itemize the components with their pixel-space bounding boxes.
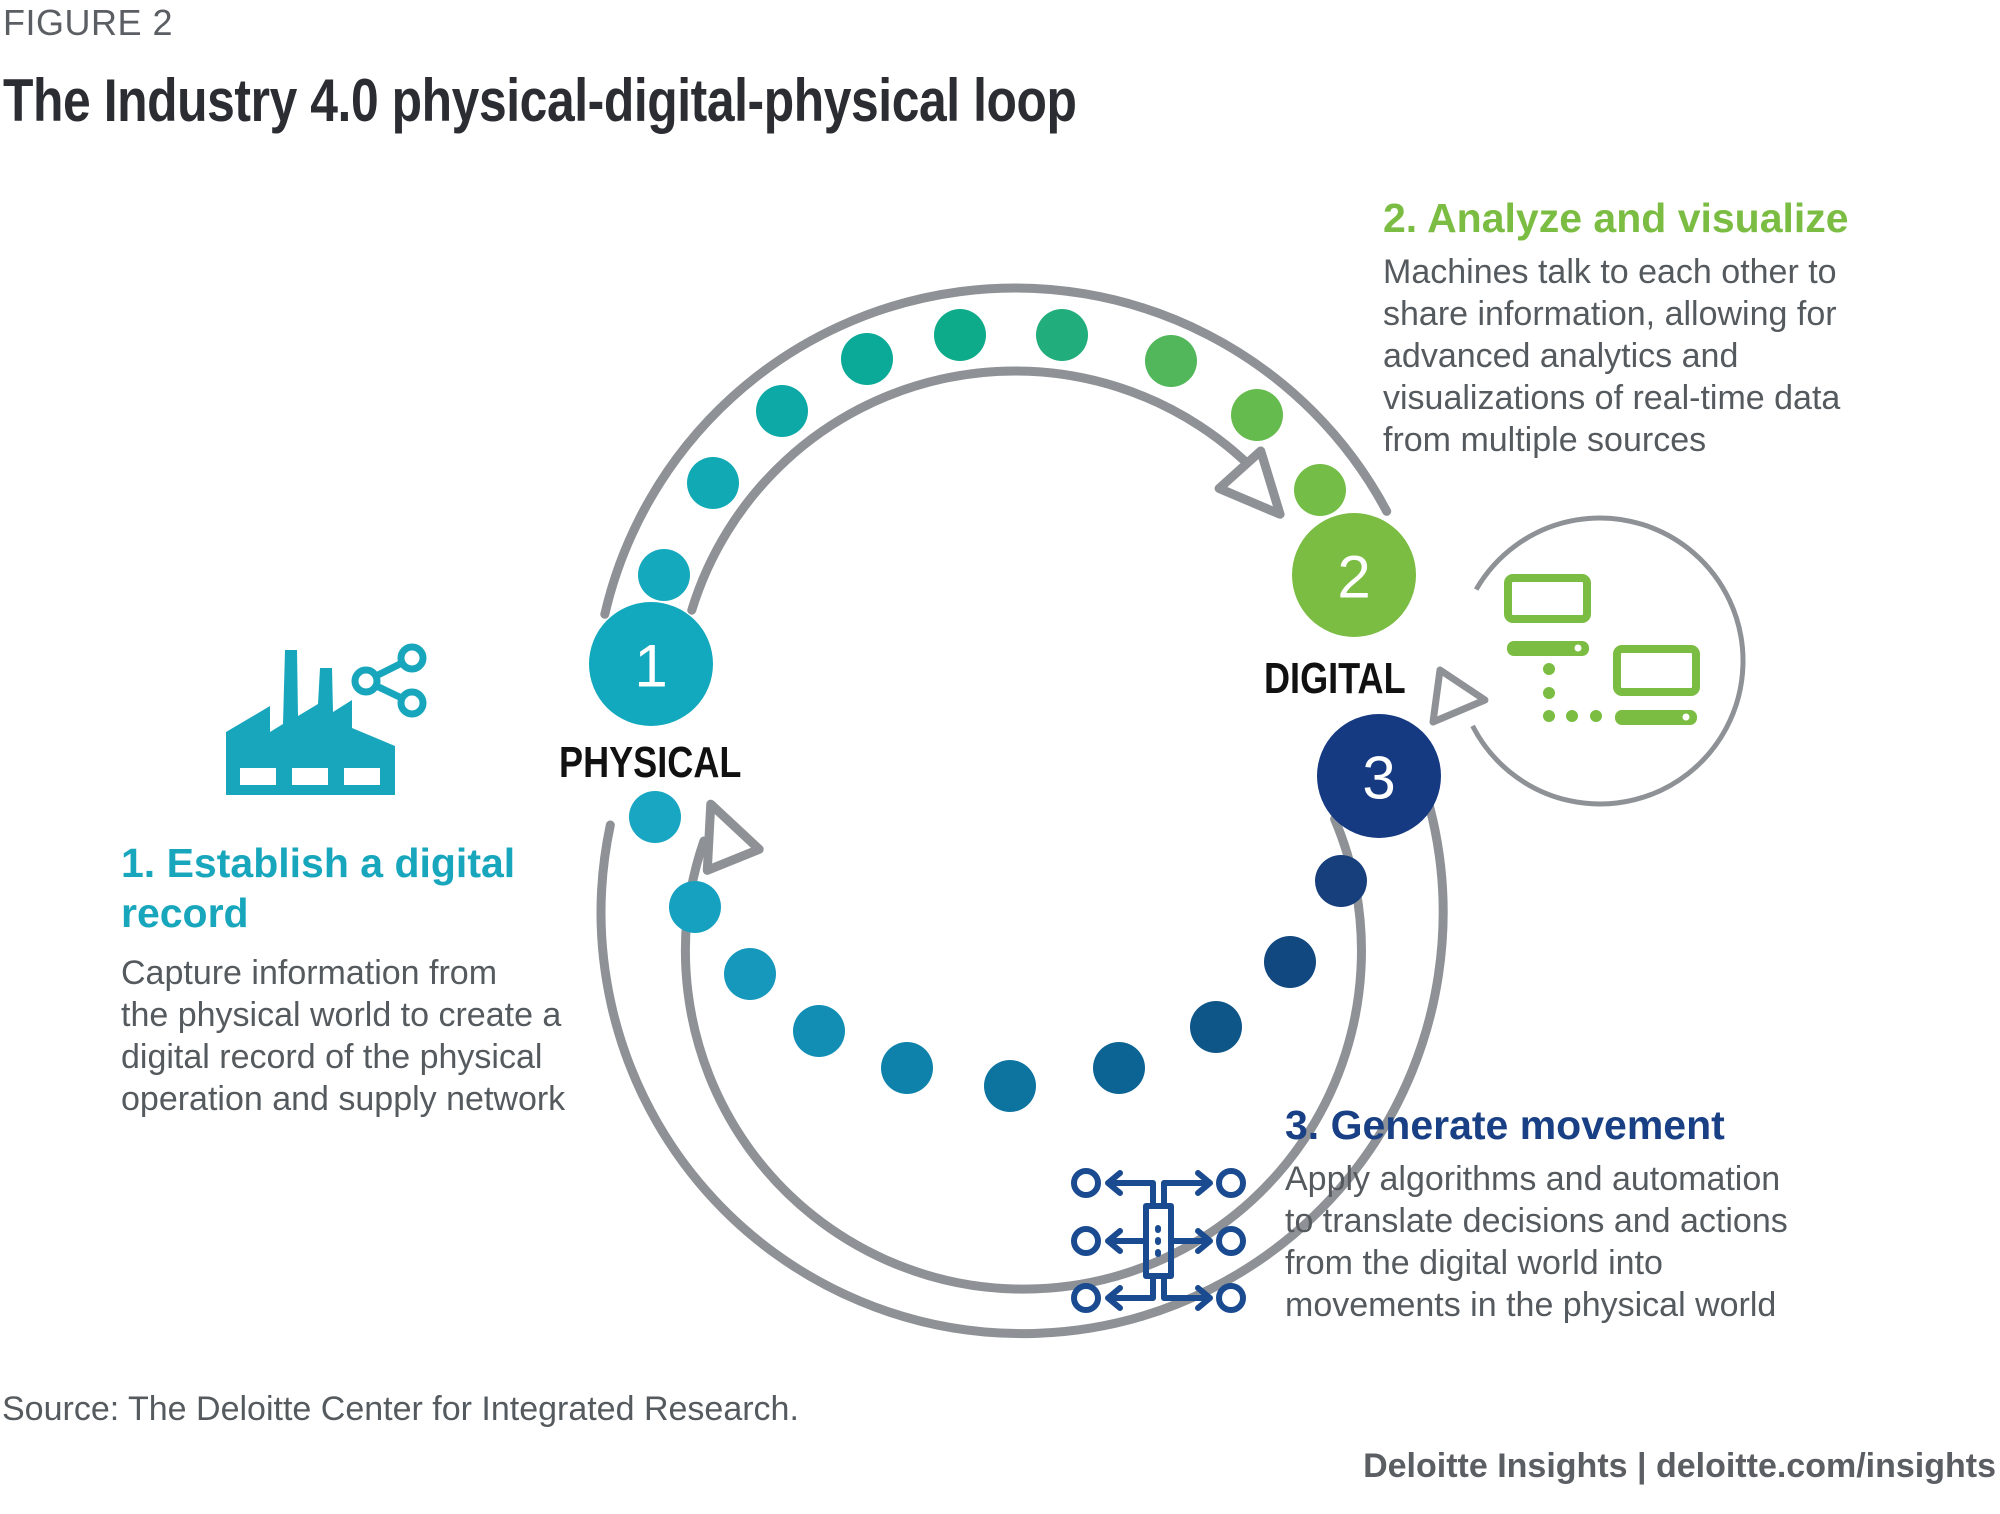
top-loop-dot (841, 333, 893, 385)
bottom-loop-dot (1093, 1042, 1145, 1094)
step-1-body: Capture information from the physical wo… (121, 952, 565, 1120)
step-2-body-line: share information, allowing for (1383, 295, 1837, 333)
bottom-loop-dot (1315, 855, 1367, 907)
step-2-text: 2. Analyze and visualize Machines talk t… (1383, 193, 1849, 461)
top-loop-dot (934, 309, 986, 361)
top-loop-dot (1231, 389, 1283, 441)
figure-label: FIGURE 2 (3, 2, 174, 43)
top-loop-dot (756, 385, 808, 437)
step-1-heading-line: 1. Establish a digital (121, 840, 516, 886)
bottom-loop-dot (724, 948, 776, 1000)
step-3-body-line: to translate decisions and actions (1285, 1202, 1788, 1240)
node-2-number: 2 (1337, 544, 1370, 611)
digital-loop-arrowhead-icon (1429, 666, 1489, 726)
bottom-loop-dot (1190, 1001, 1242, 1053)
top-loop-dot (1294, 464, 1346, 516)
inner-bottom-arc (681, 814, 1366, 1294)
step-3-heading: 3. Generate movement (1285, 1102, 1725, 1148)
node-3-number: 3 (1362, 745, 1395, 812)
credit-line: Deloitte Insights | deloitte.com/insight… (1363, 1447, 1996, 1485)
step-2-heading: 2. Analyze and visualize (1383, 195, 1849, 241)
bottom-loop-dot (881, 1042, 933, 1094)
figure-title: The Industry 4.0 physical-digital-physic… (3, 67, 1077, 134)
step-1-heading-line: record (121, 890, 249, 936)
step-1-text: 1. Establish a digital record Capture in… (121, 838, 565, 1120)
step-3-body-line: movements in the physical world (1285, 1286, 1777, 1324)
node-1-number: 1 (634, 633, 667, 700)
bottom-arrowhead-icon (702, 799, 764, 875)
digital-label: DIGITAL (1264, 654, 1406, 703)
top-loop-dot (638, 549, 690, 601)
bottom-loop-dot (1264, 936, 1316, 988)
bottom-loop-dot (629, 791, 681, 843)
top-arrowhead-icon (1214, 446, 1285, 519)
loop-dots (629, 309, 1367, 1112)
physical-label: PHYSICAL (559, 738, 742, 787)
digital-loop-circle (1429, 515, 1746, 807)
node-1-physical: 1 (589, 602, 713, 726)
step-3-body-line: Apply algorithms and automation (1285, 1160, 1781, 1198)
step-2-body-line: visualizations of real-time data (1383, 379, 1841, 417)
step-3-text: 3. Generate movement Apply algorithms an… (1285, 1100, 1788, 1326)
step-1-body-line: the physical world to create a (121, 996, 562, 1034)
step-2-body-line: Machines talk to each other to (1383, 253, 1837, 291)
outer-bottom-arc (596, 792, 1448, 1339)
node-2-digital: 2 (1292, 513, 1416, 637)
step-3-body-line: from the digital world into (1285, 1244, 1663, 1282)
step-1-heading: 1. Establish a digital record (121, 838, 565, 938)
step-2-body-line: from multiple sources (1383, 421, 1707, 459)
top-loop-dot (1036, 309, 1088, 361)
bottom-loop-dot (669, 881, 721, 933)
step-3-body: Apply algorithms and automation to trans… (1285, 1158, 1788, 1326)
networked-computers-icon (1504, 574, 1700, 725)
top-loop-dot (687, 457, 739, 509)
node-3-movement: 3 (1317, 714, 1441, 838)
inner-top-arc (687, 366, 1271, 615)
step-2-body: Machines talk to each other to share inf… (1383, 251, 1849, 461)
factory-share-icon (226, 643, 427, 795)
step-1-body-line: digital record of the physical (121, 1038, 543, 1076)
bottom-loop-dot (984, 1060, 1036, 1112)
step-2-body-line: advanced analytics and (1383, 337, 1739, 375)
step-1-body-line: operation and supply network (121, 1080, 566, 1118)
source-note: Source: The Deloitte Center for Integrat… (2, 1390, 799, 1428)
top-loop-dot (1145, 335, 1197, 387)
step-1-body-line: Capture information from (121, 954, 498, 992)
distribution-arrows-icon (1071, 1168, 1246, 1313)
loop-ring (596, 283, 1448, 1339)
bottom-loop-dot (793, 1005, 845, 1057)
outer-top-arc (600, 283, 1392, 619)
